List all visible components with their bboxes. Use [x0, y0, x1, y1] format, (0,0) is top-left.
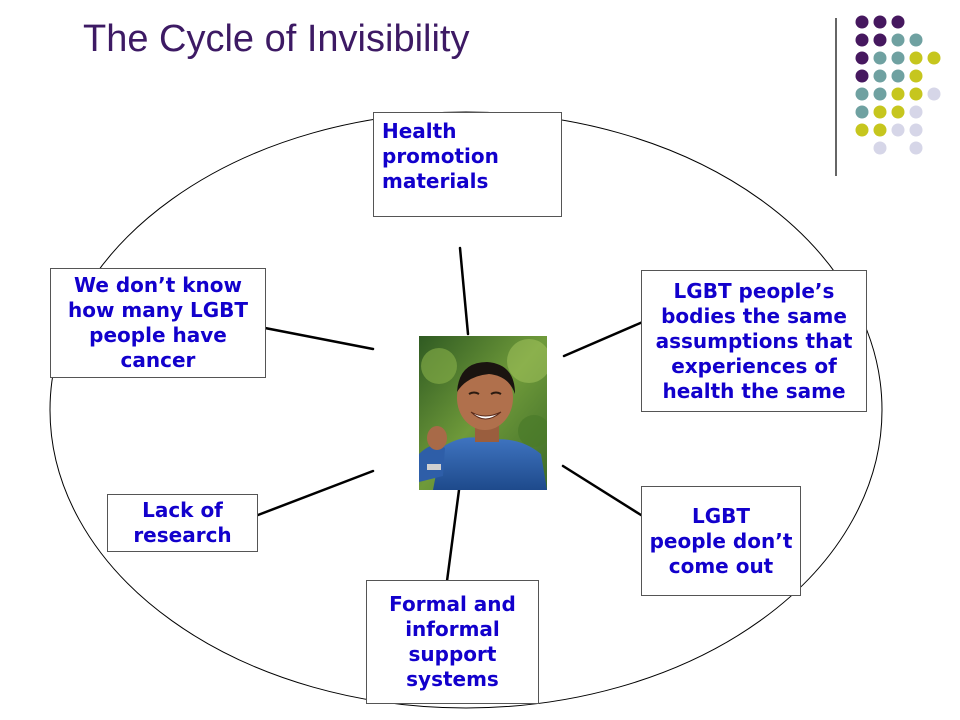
connector-line [458, 246, 470, 336]
connector-line [561, 464, 643, 517]
connector-lines [256, 246, 647, 583]
node-bodies-same: LGBT people’s bodies the same assumption… [641, 270, 867, 412]
page-title: The Cycle of Invisibility [83, 18, 470, 60]
node-dont-come-out: LGBT people don’t come out [641, 486, 801, 596]
node-label: Lack of research [133, 498, 232, 547]
node-label: LGBT people don’t come out [649, 503, 793, 578]
connector-line [562, 319, 647, 358]
node-support-systems: Formal and informal support systems [366, 580, 539, 704]
connector-line [445, 488, 461, 583]
connector-line [256, 469, 375, 517]
dot-grid-icon [835, 15, 941, 176]
node-dont-know: We don’t know how many LGBT people have … [50, 268, 266, 378]
connector-line [263, 326, 375, 351]
node-health-promotion: Health promotion materials [373, 112, 562, 217]
photo-of-smiling-person [419, 336, 547, 490]
node-lack-research: Lack of research [107, 494, 258, 552]
node-label: Formal and informal support systems [389, 592, 516, 691]
node-label: We don’t know how many LGBT people have … [67, 273, 249, 372]
node-label: LGBT people’s bodies the same assumption… [655, 278, 853, 403]
node-label: Health promotion materials [382, 119, 499, 193]
